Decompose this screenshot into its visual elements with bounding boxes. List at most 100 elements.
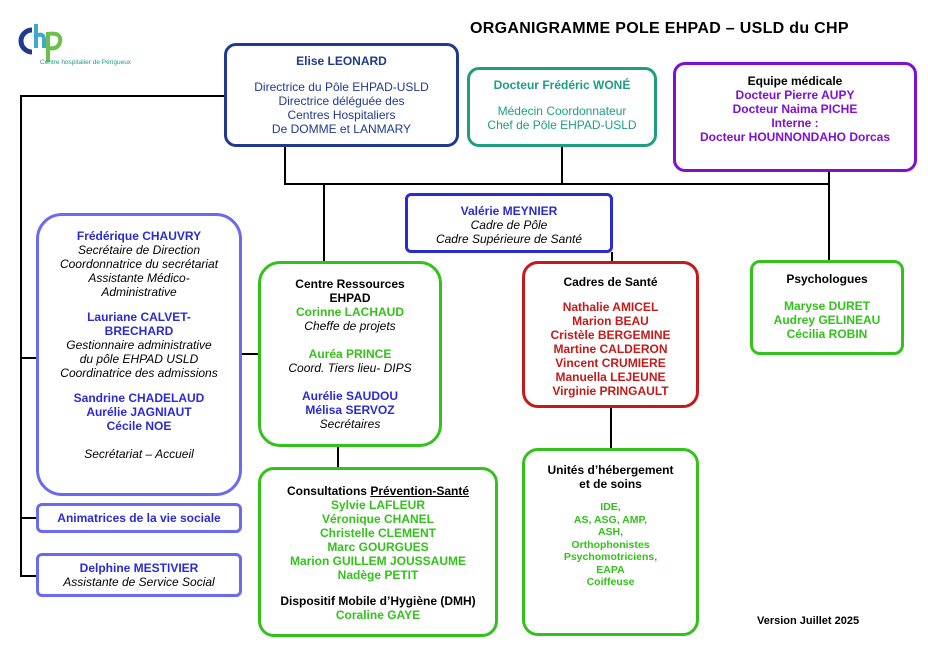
doctor-name: Docteur Naima PICHE (732, 102, 858, 116)
secretary-role: du pôle EHPAD USLD (79, 352, 199, 366)
secretariat-footer: Secrétariat – Accueil (84, 447, 194, 461)
secretary-name: Frédérique CHAUVRY (76, 229, 202, 243)
unit-staff-item: IDE, (600, 501, 621, 513)
resources-person-role: Secrétaires (319, 417, 381, 431)
secretary-name: Lauriane CALVET- (87, 310, 191, 324)
medical-team-box: Equipe médicale Docteur Pierre AUPY Doct… (673, 62, 917, 172)
chp-logo: Centre hospitalier de Périgueux (14, 22, 154, 70)
unit-staff-item: Psychomotriciens, (563, 551, 658, 563)
connector (241, 353, 259, 355)
social-worker-role: Assistante de Service Social (63, 575, 215, 589)
logo-subtitle: Centre hospitalier de Périgueux (40, 59, 132, 66)
psychologist-name: Cécilia ROBIN (786, 327, 868, 341)
secretary-role: Gestionnaire administrative (66, 338, 212, 352)
director-name: Elise LEONARD (296, 54, 387, 68)
social-worker-name: Delphine MESTIVIER (79, 561, 199, 575)
consultations-title-prefix: Consultations (286, 484, 371, 498)
consultations-title: Consultations Prévention-Santé (287, 484, 469, 498)
dmh-title: Dispositif Mobile d’Hygiène (DMH) (280, 594, 476, 608)
consultations-name: Marion GUILLEM JOUSSAUME (289, 554, 466, 568)
animatrices-box: Animatrices de la vie sociale (36, 503, 242, 533)
connector (20, 95, 225, 97)
consultations-name: Sylvie LAFLEUR (330, 498, 426, 512)
cadre-sante-name: Nathalie AMICEL (562, 300, 659, 314)
secretariat-box: Frédérique CHAUVRY Secrétaire de Directi… (36, 213, 242, 496)
cadre-pole-role: Cadre de Pôle (470, 218, 548, 232)
secretary-name: Aurélie JAGNIAUT (86, 405, 192, 419)
cadres-sante-title: Cadres de Santé (563, 275, 658, 289)
cadre-sante-name: Virginie PRINGAULT (552, 384, 669, 398)
consultations-name: Marc GOURGUES (327, 540, 429, 554)
director-role: Directrice déléguée des (278, 94, 405, 108)
secretary-role: Coordonnatrice du secrétariat (59, 257, 219, 271)
resources-person-name: Mélisa SERVOZ (305, 403, 395, 417)
cadre-sante-name: Manuella LEJEUNE (555, 370, 666, 384)
page-title: ORGANIGRAMME POLE EHPAD – USLD du CHP (470, 20, 849, 37)
cadre-sante-name: Vincent CRUMIERE (555, 356, 666, 370)
secretary-role: Assistante Médico- (88, 271, 190, 285)
unit-staff-item: ASH, (597, 526, 624, 538)
secretary-role: Secrétaire de Direction (77, 243, 201, 257)
resources-title: Centre Ressources (295, 277, 405, 291)
cadre-sante-name: Cristèle BERGEMINE (550, 328, 671, 342)
connector (20, 517, 38, 519)
coordinator-box: Docteur Frédéric WONÉ Médecin Coordonnat… (467, 67, 657, 147)
animatrices-label: Animatrices de la vie sociale (57, 511, 221, 525)
consultations-name: Christelle CLEMENT (319, 526, 436, 540)
consultations-title-underlined: Prévention-Santé (370, 484, 470, 498)
coordinator-role: Chef de Pôle EHPAD-USLD (487, 118, 637, 132)
connector (828, 171, 830, 261)
connector (20, 575, 38, 577)
director-role: Centres Hospitaliers (287, 108, 396, 122)
connector (323, 184, 325, 262)
resources-person-role: Cheffe de projets (304, 319, 396, 333)
connector (284, 146, 286, 184)
resources-person-name: Corinne LACHAUD (296, 305, 404, 319)
consultations-name: Nadège PETIT (337, 568, 419, 582)
psychologist-name: Maryse DURET (783, 299, 871, 313)
units-box: Unités d’hébergement et de soins IDE, AS… (522, 448, 699, 636)
resources-title: EHPAD (329, 291, 371, 305)
secretary-role: Administrative (101, 285, 177, 299)
unit-staff-item: Coiffeuse (586, 576, 635, 588)
dmh-name: Coraline GAYE (335, 608, 421, 622)
medical-team-title: Equipe médicale (747, 74, 843, 88)
connector (611, 252, 613, 262)
connector (284, 183, 830, 185)
intern-label: Interne : (771, 116, 819, 130)
resources-person-name: Aurélie SAUDOU (301, 389, 399, 403)
cadres-sante-box: Cadres de Santé Nathalie AMICEL Marion B… (522, 261, 699, 408)
cadre-pole-box: Valérie MEYNIER Cadre de Pôle Cadre Supé… (405, 193, 613, 253)
secretary-name: Cécile NOE (106, 419, 172, 433)
connector (20, 357, 38, 359)
chp-logo-icon (18, 24, 63, 62)
doctor-name: Docteur Pierre AUPY (735, 88, 855, 102)
cadre-pole-role: Cadre Supérieure de Santé (435, 232, 583, 246)
connector (20, 96, 22, 576)
cadre-pole-name: Valérie MEYNIER (460, 204, 558, 218)
secretary-name: Sandrine CHADELAUD (73, 391, 205, 405)
secretary-role: Coordinatrice des admissions (60, 366, 218, 380)
director-box: Elise LEONARD Directrice du Pôle EHPAD-U… (224, 43, 459, 147)
intern-name: Docteur HOUNNONDAHO Dorcas (699, 130, 891, 144)
director-role: De DOMME et LANMARY (271, 122, 412, 136)
units-title: Unités d’hébergement (547, 463, 674, 477)
coordinator-name: Docteur Frédéric WONÉ (493, 78, 631, 92)
consultations-name: Véronique CHANEL (321, 512, 434, 526)
psychologist-name: Audrey GELINEAU (773, 313, 881, 327)
cadre-sante-name: Martine CALDERON (553, 342, 668, 356)
unit-staff-item: AS, ASG, AMP, (573, 513, 648, 526)
resources-person-name: Auréa PRINCE (308, 347, 392, 361)
unit-staff-item: Orthophonistes (571, 538, 650, 551)
resources-person-role: Coord. Tiers lieu- DIPS (288, 361, 412, 375)
unit-staff-item: EAPA (596, 563, 625, 576)
social-worker-box: Delphine MESTIVIER Assistante de Service… (36, 553, 242, 597)
consultations-box: Consultations Prévention-Santé Sylvie LA… (258, 467, 498, 637)
director-role: Directrice du Pôle EHPAD-USLD (254, 80, 429, 94)
cadre-sante-name: Marion BEAU (572, 314, 649, 328)
coordinator-role: Médecin Coordonnateur (497, 104, 627, 118)
connector (337, 446, 339, 468)
psychologists-box: Psychologues Maryse DURET Audrey GELINEA… (750, 260, 904, 355)
secretary-name: BRECHARD (104, 324, 174, 338)
psychologists-title: Psychologues (786, 272, 868, 286)
